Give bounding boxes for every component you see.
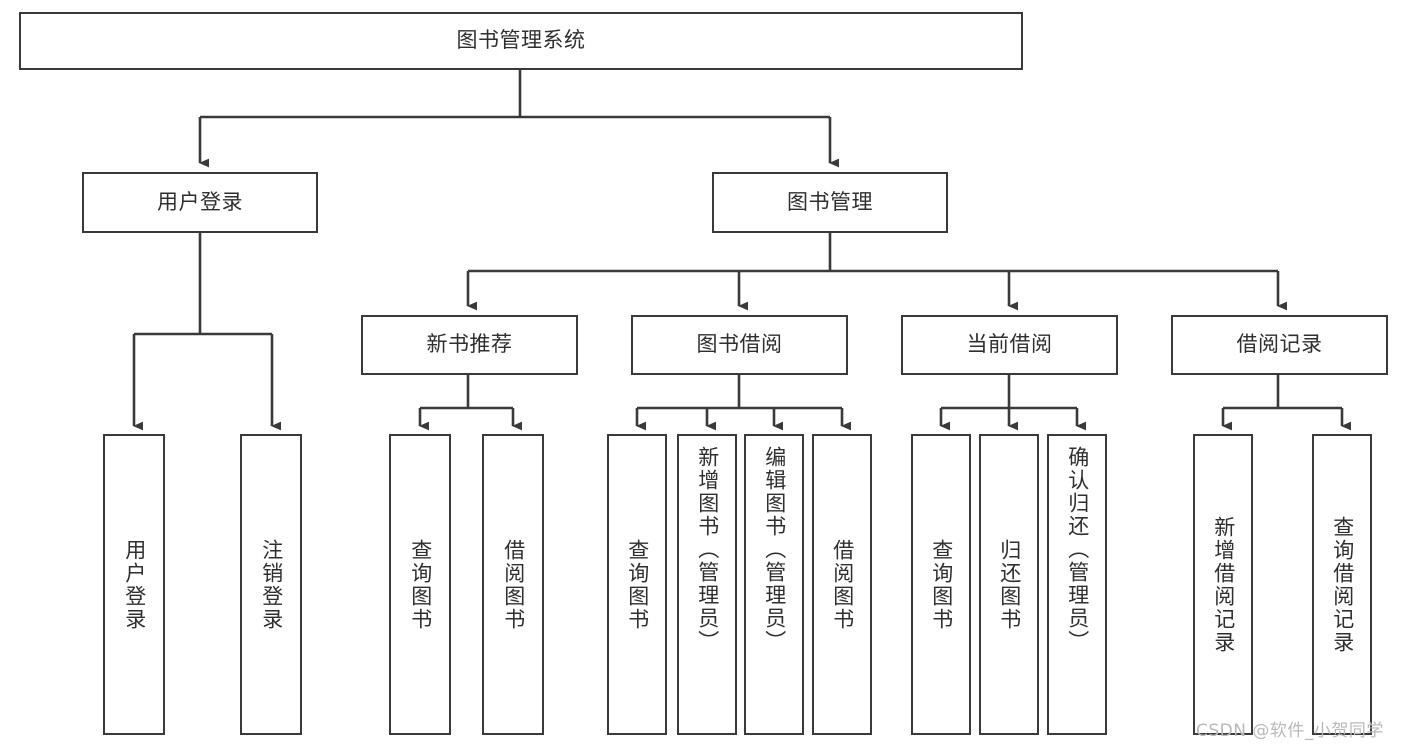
leaf-label: 查询图书 bbox=[929, 538, 954, 631]
leaf-label: 新增借阅记录 bbox=[1211, 515, 1236, 654]
leaf-book-borrow-edit[interactable]: 编辑图书（管理员） bbox=[744, 434, 804, 735]
leaf-label: 编辑图书（管理员） bbox=[762, 446, 787, 653]
leaf-current-borrow-return[interactable]: 归还图书 bbox=[979, 434, 1039, 735]
node-borrow-record-label: 借阅记录 bbox=[1236, 332, 1323, 357]
node-new-book-recommend-label: 新书推荐 bbox=[426, 332, 513, 357]
leaf-new-book-borrow[interactable]: 借阅图书 bbox=[482, 434, 544, 735]
leaf-label: 借阅图书 bbox=[501, 538, 526, 631]
leaf-current-borrow-query[interactable]: 查询图书 bbox=[911, 434, 971, 735]
node-current-borrow-label: 当前借阅 bbox=[966, 332, 1053, 357]
node-book-management-label: 图书管理 bbox=[787, 189, 873, 214]
leaf-book-borrow-lend[interactable]: 借阅图书 bbox=[812, 434, 872, 735]
leaf-label: 查询图书 bbox=[625, 538, 650, 631]
leaf-label: 确认归还（管理员） bbox=[1065, 446, 1090, 653]
node-book-borrow[interactable]: 图书借阅 bbox=[631, 315, 848, 375]
leaf-label: 借阅图书 bbox=[830, 538, 855, 631]
leaf-user-login-signout[interactable]: 注销登录 bbox=[240, 434, 302, 735]
leaf-label: 查询图书 bbox=[408, 538, 433, 631]
leaf-label: 用户登录 bbox=[122, 538, 147, 631]
node-user-login[interactable]: 用户登录 bbox=[82, 172, 318, 233]
leaf-label: 查询借阅记录 bbox=[1330, 515, 1355, 654]
leaf-label: 归还图书 bbox=[997, 538, 1022, 631]
node-new-book-recommend[interactable]: 新书推荐 bbox=[361, 315, 578, 375]
leaf-borrow-record-query[interactable]: 查询借阅记录 bbox=[1312, 434, 1372, 735]
node-book-borrow-label: 图书借阅 bbox=[696, 332, 783, 357]
node-root-label: 图书管理系统 bbox=[456, 28, 586, 53]
node-current-borrow[interactable]: 当前借阅 bbox=[901, 315, 1118, 375]
node-borrow-record[interactable]: 借阅记录 bbox=[1171, 315, 1388, 375]
node-root-system[interactable]: 图书管理系统 bbox=[19, 12, 1023, 70]
leaf-user-login-signin[interactable]: 用户登录 bbox=[103, 434, 165, 735]
leaf-new-book-query[interactable]: 查询图书 bbox=[389, 434, 451, 735]
csdn-watermark: CSDN @软件_小贺同学 bbox=[1196, 721, 1384, 741]
node-book-management[interactable]: 图书管理 bbox=[712, 172, 948, 233]
leaf-current-borrow-confirm[interactable]: 确认归还（管理员） bbox=[1047, 434, 1107, 735]
leaf-label: 注销登录 bbox=[259, 538, 284, 631]
leaf-borrow-record-add[interactable]: 新增借阅记录 bbox=[1193, 434, 1253, 735]
leaf-book-borrow-add[interactable]: 新增图书（管理员） bbox=[677, 434, 737, 735]
node-user-login-label: 用户登录 bbox=[157, 189, 243, 214]
leaf-book-borrow-query[interactable]: 查询图书 bbox=[607, 434, 667, 735]
leaf-label: 新增图书（管理员） bbox=[695, 446, 720, 653]
